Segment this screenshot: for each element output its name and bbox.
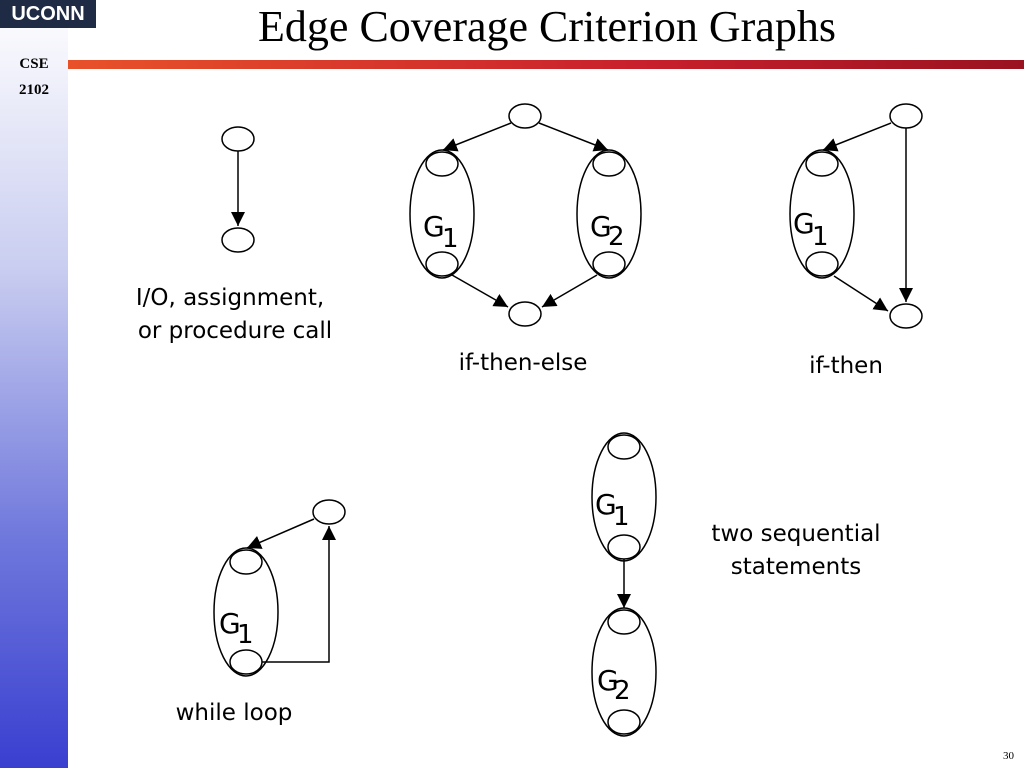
edge [541,274,598,308]
node [607,534,641,560]
if-then-graph [789,103,923,329]
caption-sequential-line1: two sequential [711,521,880,547]
g1-subgraph [409,149,475,279]
g2-subscript: 2 [608,222,625,252]
edge [451,274,509,308]
caption-basic-line2: or procedure call [138,318,332,344]
node [425,251,459,277]
caption-basic-line1: I/O, assignment, [136,285,324,311]
node [312,499,346,525]
slide-title: Edge Coverage Criterion Graphs [258,2,836,51]
course-number: 2102 [19,82,49,98]
node [889,103,923,129]
node [508,103,542,129]
node [221,126,255,152]
basic-statement-graph [221,126,255,253]
node [425,151,459,177]
node [229,649,263,675]
edge [538,122,609,152]
edge [822,122,892,152]
node [607,434,641,460]
g1-label: G [595,488,617,521]
node [805,151,839,177]
uconn-logo: UCONN [0,0,96,28]
g1-subscript: 1 [237,620,254,650]
g1-label: G [219,607,241,640]
node [221,227,255,253]
edge [833,275,889,312]
sequential-graph [591,432,657,737]
g2-label: G [590,210,612,243]
while-loop-graph [213,499,346,677]
node [607,709,641,735]
page-number: 30 [1003,750,1014,762]
g1-subscript: 1 [613,502,630,532]
g1-label: G [793,207,815,240]
node [592,151,626,177]
caption-sequential-line2: statements [731,554,861,580]
caption-if-then: if-then [809,353,883,379]
g1-subscript: 1 [812,222,829,252]
node [805,251,839,277]
node [889,303,923,329]
g1-subgraph [789,149,855,279]
g2-subgraph [576,149,642,279]
g1-label: G [423,210,445,243]
caption-while-loop: while loop [176,700,293,726]
node [592,251,626,277]
loop-edge [262,526,336,663]
course-code: CSE [19,56,49,72]
g2-label: G [597,664,619,697]
node [607,609,641,635]
g2-subscript: 2 [614,676,631,706]
edge [442,122,512,152]
g1-subscript: 1 [442,224,459,254]
node [508,301,542,327]
g1-subgraph [213,547,279,677]
title-rule [68,60,1024,69]
if-then-else-graph [409,103,642,327]
caption-if-then-else: if-then-else [459,350,588,376]
edge [246,518,315,549]
node [229,549,263,575]
sidebar-gradient [0,0,68,768]
